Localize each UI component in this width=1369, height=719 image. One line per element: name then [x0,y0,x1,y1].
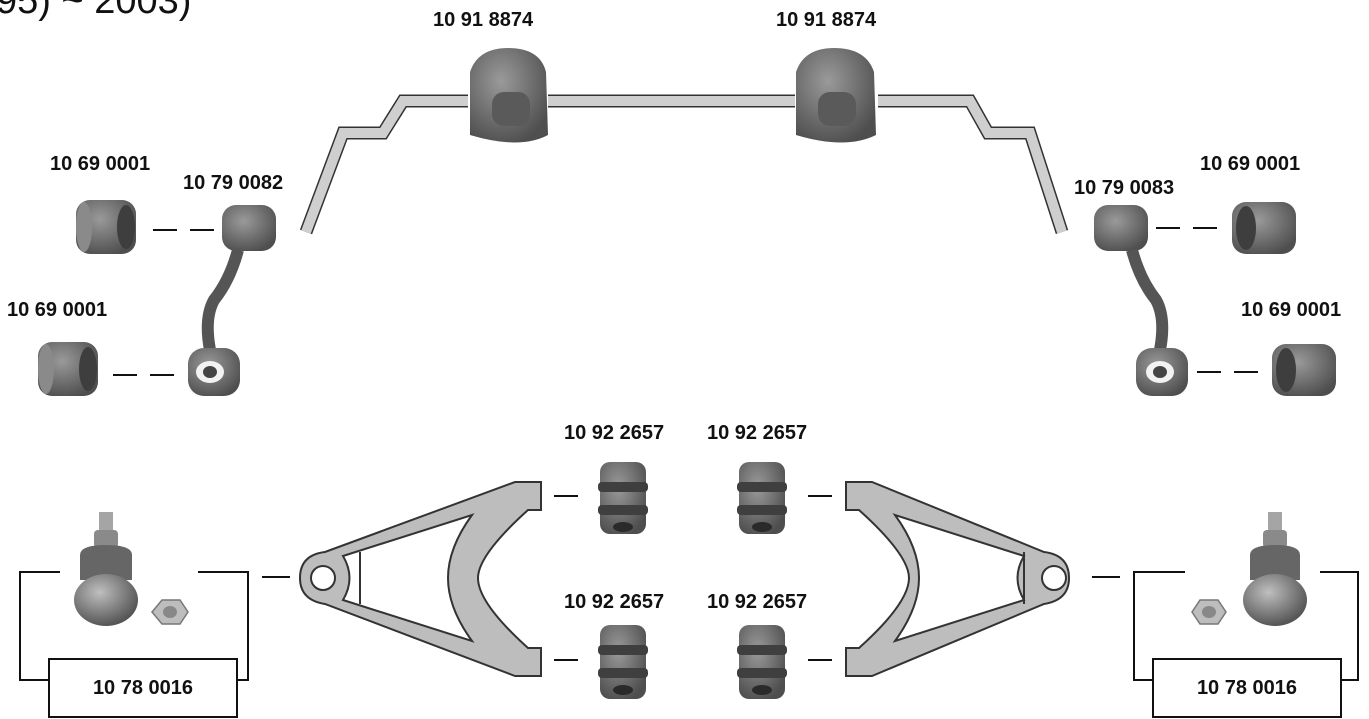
part-label-stabilizer-bushing-left: 10 91 8874 [433,9,534,31]
part-label-arm-bushing-2: 10 92 2657 [707,422,808,444]
part-label-drop-link-left: 10 79 0082 [183,172,284,194]
link-bushing-right-bottom-image [1272,344,1336,396]
part-label-stabilizer-bushing-right: 10 91 8874 [776,9,877,31]
part-label-ball-joint-left: 10 78 0016 [48,658,238,718]
link-bushing-left-top-image [76,200,136,254]
part-label-ball-joint-right: 10 78 0016 [1152,658,1342,718]
part-label-link-bushing-right-top: 10 69 0001 [1200,153,1301,175]
connector-dashes-upper [113,227,1258,376]
link-bushing-right-top-image [1232,202,1296,254]
ball-joint-left-image [74,512,189,626]
header-fragment: 95) ~ 2003) [0,0,192,22]
ball-joint-brackets [19,571,1359,681]
ball-joint-right-image [1191,512,1307,626]
drop-link-left-image [188,205,276,396]
stabilizer-bushing-left-image [470,48,548,143]
part-label-arm-bushing-1: 10 92 2657 [564,422,665,444]
stabilizer-bushing-right-image [796,48,876,143]
arm-bushing-4-image [737,625,787,699]
control-arm-left-image [298,481,542,677]
part-label-link-bushing-right-bottom: 10 69 0001 [1241,299,1342,321]
arm-bushing-2-image [737,462,787,534]
arm-bushing-1-image [598,462,648,534]
part-label-link-bushing-left-bottom: 10 69 0001 [7,299,108,321]
connector-dashes-lower [262,495,1120,661]
part-label-drop-link-right: 10 79 0083 [1074,177,1175,199]
link-bushing-left-bottom-image [38,342,98,396]
drop-link-right-image [1094,205,1188,396]
arm-bushing-3-image [598,625,648,699]
part-label-arm-bushing-4: 10 92 2657 [707,591,808,613]
stabilizer-bar [299,94,1069,235]
part-label-arm-bushing-3: 10 92 2657 [564,591,665,613]
control-arm-right-image [845,481,1071,677]
part-label-link-bushing-left-top: 10 69 0001 [50,153,151,175]
